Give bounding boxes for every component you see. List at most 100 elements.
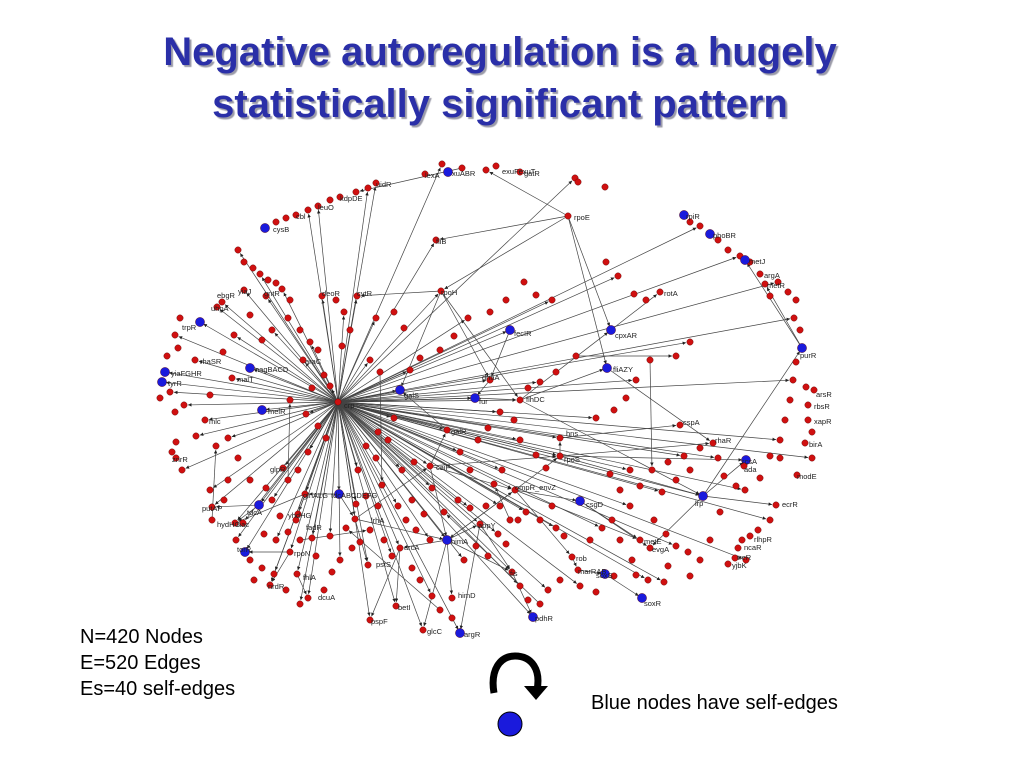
network-edge: [337, 401, 459, 630]
network-edge: [652, 495, 704, 546]
network-node: [276, 512, 284, 520]
node-label: fis: [510, 569, 518, 578]
node-label: treR: [737, 553, 752, 562]
network-node: [542, 464, 550, 472]
node-label: galS: [404, 391, 419, 400]
network-edge: [215, 504, 260, 509]
network-node: [304, 448, 312, 456]
network-edge: [446, 539, 454, 595]
node-label: appY: [478, 521, 496, 530]
network-node: [234, 454, 242, 462]
edge-count-text: E=520 Edges: [80, 652, 201, 674]
network-edge: [559, 455, 700, 496]
self-edge-node: [157, 377, 167, 387]
network-node: [466, 466, 474, 474]
network-nodes: [156, 160, 818, 638]
node-label: cytR: [357, 289, 373, 298]
self-edge-node: [740, 255, 750, 265]
node-label: modE: [797, 472, 817, 481]
node-label: birA: [809, 440, 822, 449]
network-edge: [337, 401, 462, 558]
node-label: nagBACD: [255, 365, 289, 374]
network-edge: [519, 332, 609, 401]
network-node: [686, 338, 694, 346]
network-node: [392, 602, 400, 610]
network-node: [192, 432, 200, 440]
network-edge: [337, 401, 357, 501]
network-edge: [337, 317, 791, 403]
network-node: [486, 308, 494, 316]
network-node: [294, 466, 302, 474]
node-label: himA: [451, 537, 468, 546]
network-edge: [702, 495, 773, 506]
node-label: argR: [464, 630, 481, 639]
network-edge: [519, 399, 700, 495]
network-node: [792, 296, 800, 304]
network-node: [346, 326, 354, 334]
node-label: rob: [576, 554, 587, 563]
network-node: [598, 524, 606, 532]
network-edge: [317, 209, 339, 403]
node-label: tdcA: [247, 508, 262, 517]
network-node: [272, 536, 280, 544]
network-node: [658, 488, 666, 496]
network-edge: [514, 458, 558, 491]
network-node: [552, 524, 560, 532]
network-node: [650, 516, 658, 524]
network-node: [622, 394, 630, 402]
network-node: [772, 501, 780, 509]
network-edge: [360, 290, 442, 298]
network-edge: [604, 573, 639, 597]
self-edge-node: [395, 385, 405, 395]
network-edge: [235, 377, 339, 403]
network-node: [176, 314, 184, 322]
network-edge: [337, 401, 497, 505]
network-node: [648, 466, 656, 474]
network-node: [516, 436, 524, 444]
network-node: [372, 314, 380, 322]
network-edge: [337, 401, 468, 506]
network-edges: [165, 167, 809, 630]
node-label: rhaR: [715, 436, 732, 445]
network-node: [171, 408, 179, 416]
network-node: [318, 292, 326, 300]
node-label: rpiR: [686, 212, 700, 221]
network-node: [724, 560, 732, 568]
network-edge: [337, 401, 546, 588]
network-node: [426, 536, 434, 544]
node-label: purR: [800, 351, 817, 360]
self-edge-blue-node-icon: [497, 711, 523, 737]
network-node: [366, 356, 374, 364]
network-node: [564, 212, 572, 220]
network-node: [716, 508, 724, 516]
self-edge-arrow-icon: [489, 652, 542, 694]
network-node: [532, 291, 540, 299]
network-node: [672, 352, 680, 360]
network-edge: [203, 323, 339, 403]
node-label: tyrR: [168, 379, 182, 388]
network-edge: [277, 401, 339, 537]
network-edge: [519, 368, 604, 401]
node-label: cspA: [683, 418, 700, 427]
network-node: [502, 296, 510, 304]
network-edge: [337, 282, 775, 403]
network-edge: [337, 191, 369, 403]
network-node: [754, 526, 762, 534]
node-label: tdcABCDEFG: [331, 491, 377, 500]
network-node: [556, 576, 564, 584]
self-edge-node: [442, 535, 452, 545]
network-node: [301, 490, 309, 498]
network-node: [240, 286, 248, 294]
network-node: [302, 410, 310, 418]
network-node: [766, 452, 774, 460]
network-node: [476, 520, 484, 528]
network-node: [672, 542, 680, 550]
node-label: dcuA: [318, 593, 335, 602]
network-node: [231, 519, 239, 527]
node-label: xuABR: [452, 169, 476, 178]
network-node: [314, 422, 322, 430]
network-node: [172, 438, 180, 446]
network-edge: [429, 465, 448, 537]
node-label: fhlA: [303, 573, 316, 582]
self-edge-legend-symbol: [489, 652, 548, 737]
